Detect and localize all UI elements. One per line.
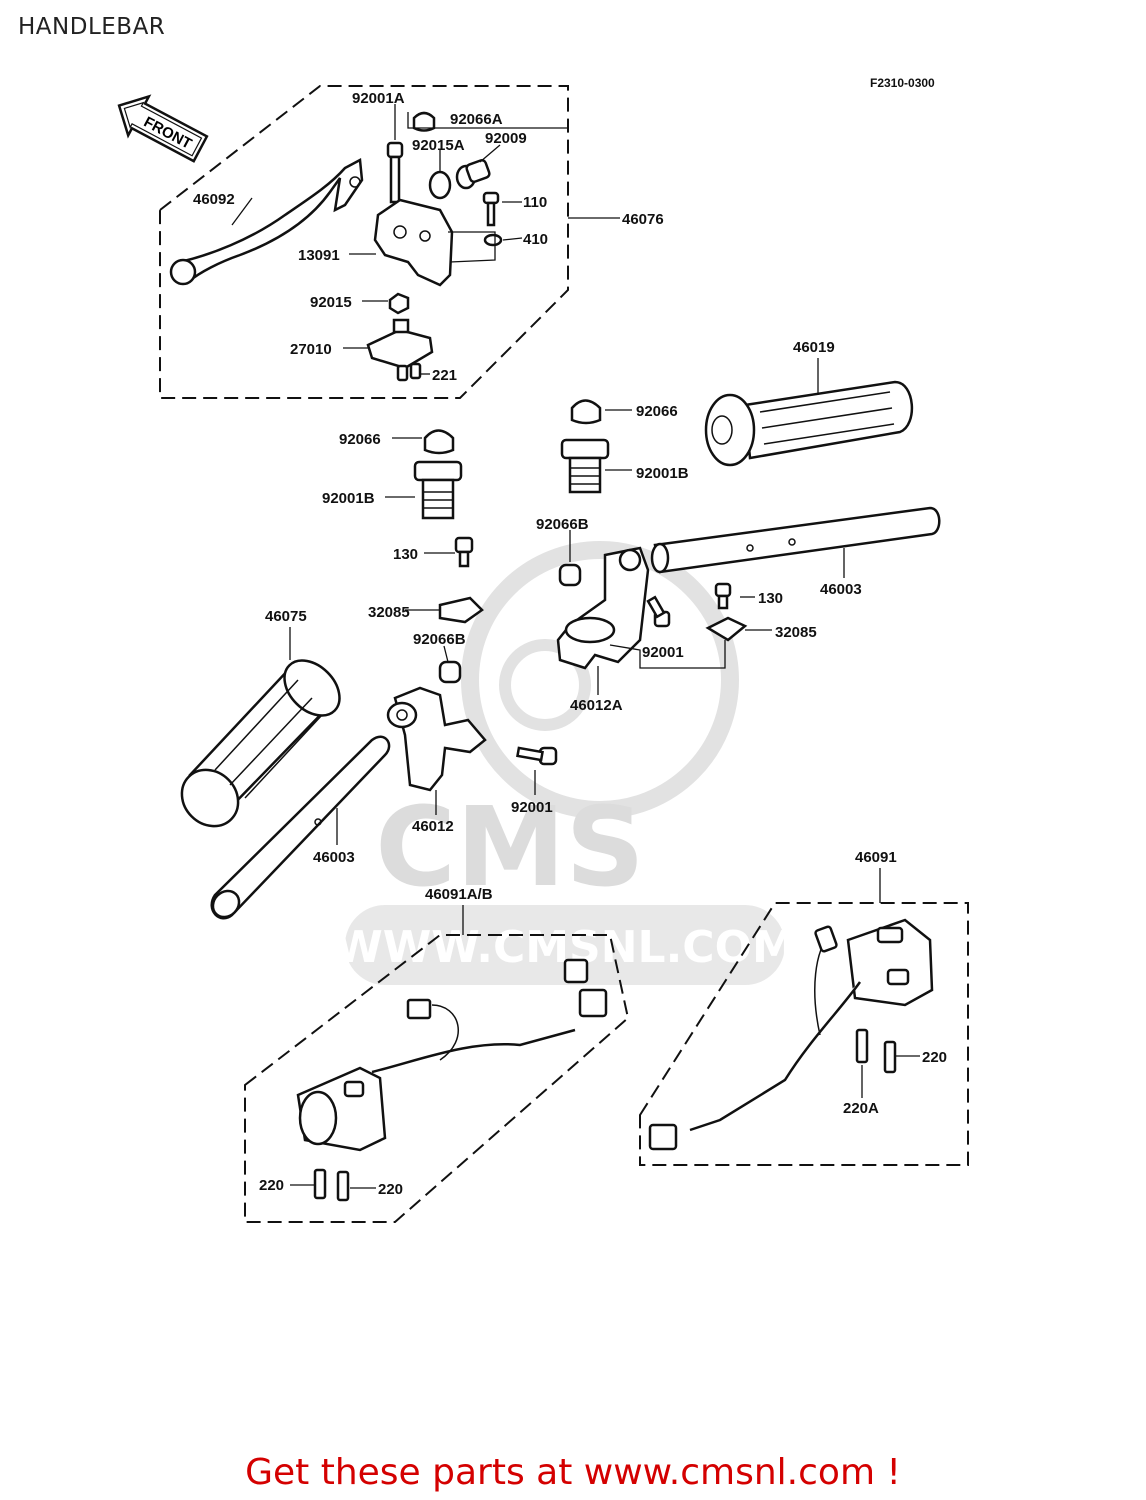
figure-code: F2310-0300 (870, 76, 935, 90)
screws-220-right (855, 1028, 897, 1074)
part-label: 92001B (636, 465, 689, 482)
handlebar-46003-right (650, 506, 941, 574)
part-label: 220 (922, 1049, 947, 1066)
part-label: 46003 (313, 849, 355, 866)
part-label: 46075 (265, 608, 307, 625)
lever-assembly-box (159, 85, 569, 399)
leader-lines-top (231, 104, 620, 375)
nut-92015 (388, 292, 410, 315)
part-label: 46092 (193, 191, 235, 208)
part-label: 92066 (339, 431, 381, 448)
switch-assembly-box-right (639, 902, 969, 1166)
leader-lines-center (405, 552, 455, 663)
part-label: 32085 (775, 624, 817, 641)
leader-lines-switch-right (861, 1055, 920, 1098)
page-title: HANDLEBAR (18, 14, 166, 40)
watermark-brand: CMS (375, 783, 644, 911)
part-label: 27010 (290, 341, 332, 358)
bolt-92001-center (516, 746, 558, 766)
part-label: 92015A (412, 137, 465, 154)
leader-lines-right (569, 530, 772, 695)
adjuster-92009 (455, 158, 491, 190)
part-label: 92009 (485, 130, 527, 147)
part-label: 92066B (536, 516, 589, 533)
part-label: 46091A/B (425, 886, 493, 903)
clamp-32085-right (705, 616, 748, 642)
part-label: 92066B (413, 631, 466, 648)
screws-220-left (313, 1168, 350, 1202)
part-label: 92001 (511, 799, 553, 816)
switch-46091ab (296, 958, 608, 1152)
part-label: 92015 (310, 294, 352, 311)
screws-221 (396, 362, 422, 382)
part-label: 220A (843, 1100, 879, 1117)
plug-92001b-right (560, 438, 610, 494)
bushing-92015a (428, 170, 452, 200)
handlebar-46003-left (210, 735, 391, 920)
part-label: 130 (758, 590, 783, 607)
part-label: 110 (523, 194, 547, 211)
footer-link[interactable]: Get these parts at www.cmsnl.com ! (245, 1452, 901, 1493)
part-label: 220 (378, 1181, 403, 1198)
part-label: 220 (259, 1177, 284, 1194)
part-label: 221 (432, 367, 457, 384)
part-label: 92066 (636, 403, 678, 420)
grip-46019 (704, 380, 914, 467)
watermark: CMS WWW.CMSNL.COM (334, 541, 796, 985)
holder-46012 (386, 686, 487, 792)
bracket-13091 (373, 198, 454, 287)
part-label: 46019 (793, 339, 835, 356)
switch-27010 (366, 318, 434, 370)
part-label: 46012A (570, 697, 623, 714)
plug-92001b-left (413, 460, 463, 520)
part-label: 410 (523, 231, 548, 248)
part-label: 46076 (622, 211, 664, 228)
washer-410 (483, 233, 503, 247)
leader-lines-switch-left (290, 1184, 376, 1189)
leader-lines-lower (435, 770, 536, 815)
leader-lines-middle (385, 409, 632, 498)
clamp-32085-center (438, 596, 484, 624)
part-label: 46012 (412, 818, 454, 835)
holder-46012a (556, 546, 650, 670)
part-label: 130 (393, 546, 418, 563)
part-label: 46091 (855, 849, 897, 866)
cap-92066-left (423, 429, 455, 455)
part-label: 92001B (322, 490, 375, 507)
parts-diagram: CMS WWW.CMSNL.COM F2310-0300 FRONT (117, 76, 969, 1223)
part-label: 92001A (352, 90, 405, 107)
bolt-130-right (714, 582, 732, 610)
part-label: 32085 (368, 604, 410, 621)
cap-92066b-center (438, 660, 462, 684)
part-label: 46003 (820, 581, 862, 598)
switch-46091 (648, 918, 934, 1151)
cap-92066b-right (558, 563, 582, 587)
screw-110 (482, 191, 500, 227)
bolt-92001-right (646, 595, 671, 628)
part-label: 92001 (642, 644, 684, 661)
bolt-130-center (454, 536, 474, 568)
cap-92066-right (570, 399, 602, 425)
grip-46075 (180, 659, 341, 828)
bolt-92001a (386, 141, 404, 204)
part-labels: 92001A 92066A 92015A 92009 110 410 46076… (193, 90, 947, 1198)
part-label: 92066A (450, 111, 503, 128)
lever-46092 (169, 158, 364, 286)
front-arrow-icon: FRONT (117, 94, 209, 163)
part-label: 13091 (298, 247, 340, 264)
